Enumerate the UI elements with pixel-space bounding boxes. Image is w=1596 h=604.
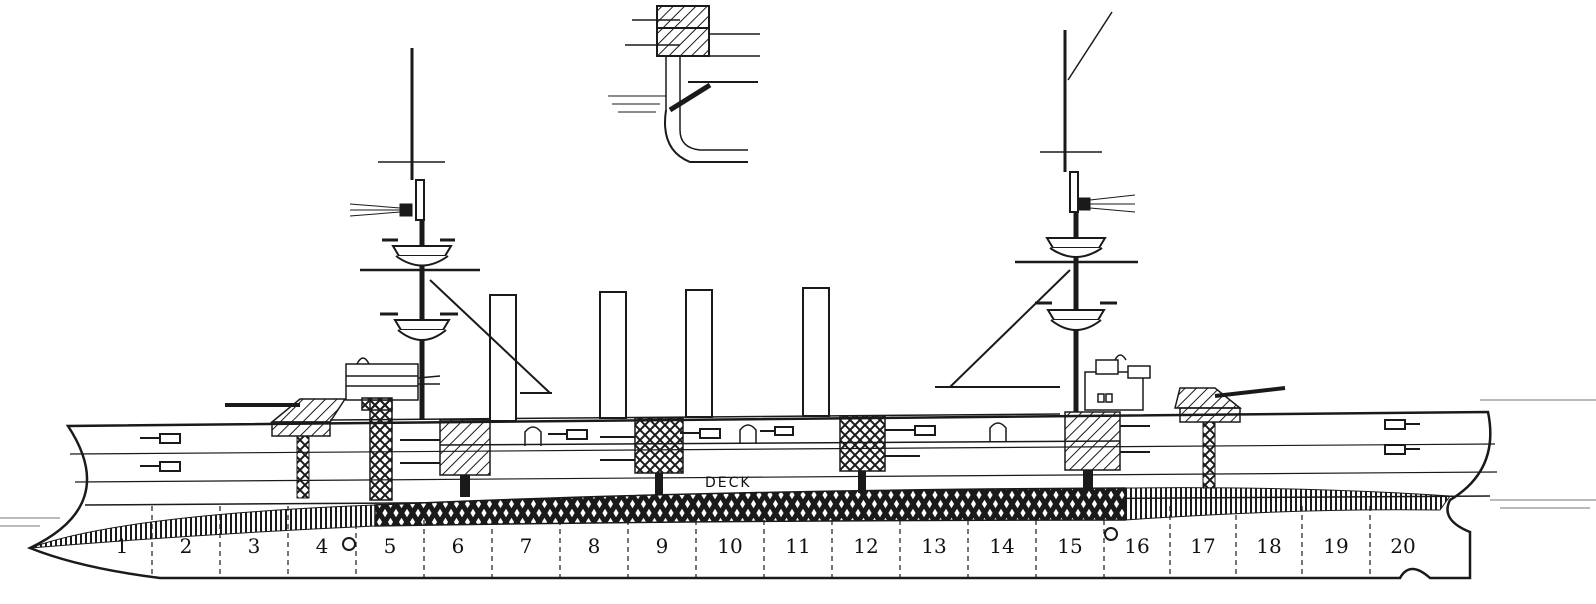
compartment-number: 15 [1057,534,1082,558]
compartment-number: 1 [116,534,129,558]
fore-bridge [345,357,441,411]
water-lines [0,399,1596,527]
deckhouse-doors [524,422,1007,446]
aft-bridge [1084,354,1151,411]
compartment-number: 5 [384,534,397,558]
end-armor [29,504,376,549]
compartment-number: 7 [520,534,533,558]
fore-mast [349,48,552,420]
compartment-number: 9 [656,534,669,558]
compartment-number: 8 [588,534,601,558]
aft-turret [1174,386,1286,489]
compartment-number: 6 [452,534,465,558]
compartment-number: 4 [316,534,329,558]
scuttle-fwd [342,537,356,551]
compartment-number: 20 [1390,534,1415,558]
deck-label: DECK [705,475,752,491]
compartment-number: 18 [1256,534,1281,558]
armor-belt [374,487,1126,527]
aft-mast [935,11,1138,412]
compartment-number: 17 [1190,534,1215,558]
compartment-number: 14 [989,534,1014,558]
end-armor-aft [1124,487,1451,521]
hull-cross-section [608,5,760,163]
compartment-number: 10 [717,534,742,558]
funnels [489,287,830,422]
compartment-number: 11 [785,534,810,558]
compartment-number: 19 [1323,534,1348,558]
compartment-number: 12 [853,534,878,558]
compartment-number: 13 [921,534,946,558]
secondary-guns [140,419,1420,472]
hull [26,410,1498,580]
fore-turret [225,398,347,499]
compartment-dividers [151,506,1371,578]
compartment-number: 3 [248,534,261,558]
compartment-number: 16 [1124,534,1149,558]
compartment-number: 2 [180,534,193,558]
scuttle-aft [1104,527,1118,541]
